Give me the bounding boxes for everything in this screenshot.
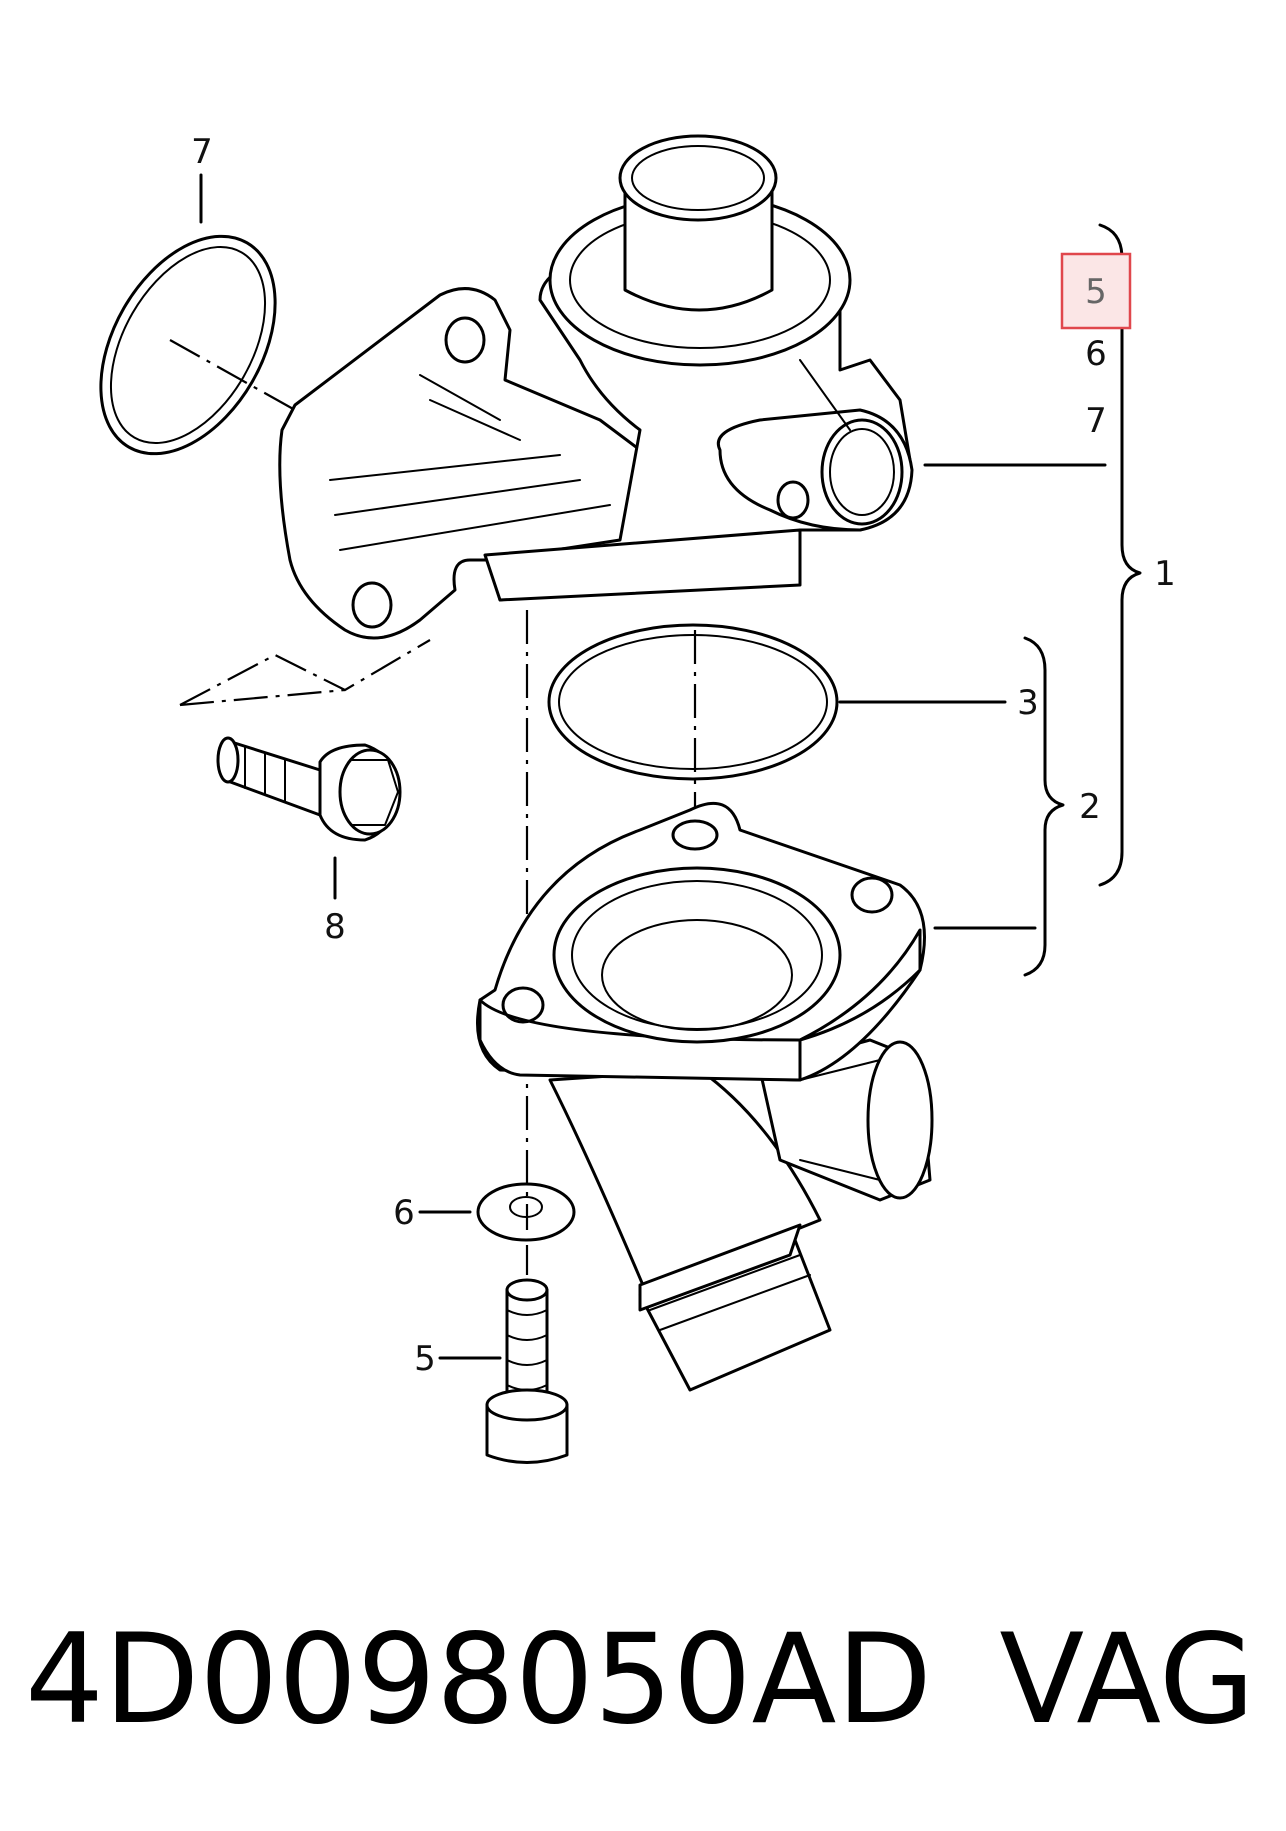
callout-5-highlighted: 5 — [1085, 272, 1107, 312]
thermostat-housing — [278, 134, 914, 640]
o-ring-part-3 — [547, 623, 1007, 781]
axis-line-ring — [169, 339, 296, 411]
bolt-part-8 — [179, 639, 431, 900]
part-number-text: 4D0098050AD — [25, 1608, 932, 1752]
callout-7-right: 7 — [1085, 401, 1107, 441]
callout-2: 2 — [1079, 787, 1101, 827]
bolt-part-5 — [438, 1245, 569, 1464]
callout-1: 1 — [1154, 554, 1176, 594]
callout-3: 3 — [1017, 683, 1039, 723]
callout-5-bolt: 5 — [414, 1339, 436, 1379]
lower-housing-part-2 — [476, 801, 1037, 1392]
callout-7-top-left: 7 — [191, 132, 213, 172]
washer-part-6 — [418, 1182, 576, 1242]
brace-assembly-1 — [1098, 223, 1142, 887]
brace-assembly-2 — [1023, 636, 1065, 977]
brand-text: VAG — [999, 1608, 1255, 1752]
callout-8: 8 — [324, 907, 346, 947]
o-ring-part-7 — [99, 173, 277, 456]
callout-6-washer: 6 — [393, 1193, 415, 1233]
highlight-box-5 — [1060, 252, 1132, 330]
callout-6-right: 6 — [1085, 334, 1107, 374]
